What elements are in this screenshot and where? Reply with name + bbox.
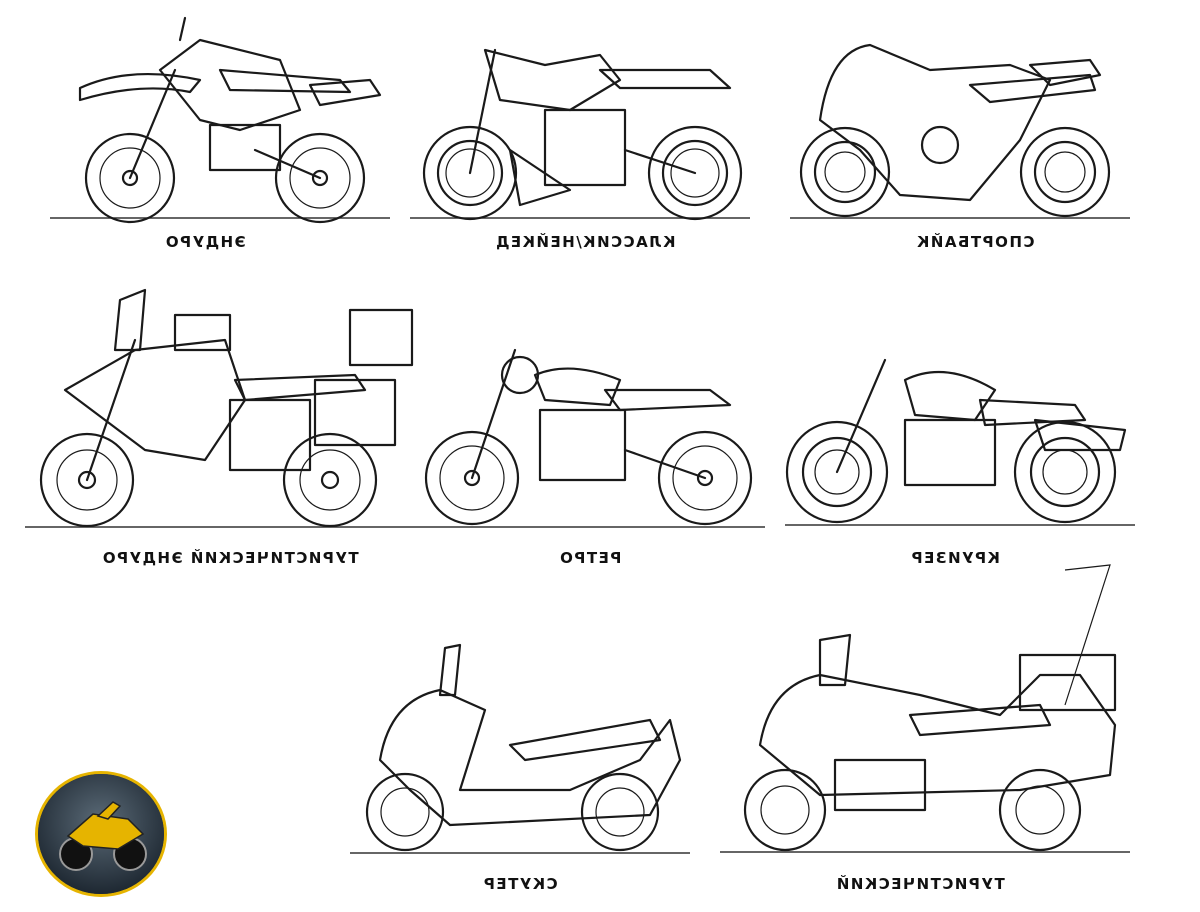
label-naked: КЛАССИК/НЕЙКЕД — [494, 233, 676, 251]
bike-naked: КЛАССИК/НЕЙКЕД — [410, 10, 750, 270]
bike-sport: СПОРТБАЙК — [790, 10, 1130, 270]
enduro-illustration — [50, 16, 390, 224]
adventure-illustration — [25, 288, 420, 528]
scooter-illustration — [350, 643, 690, 854]
bike-cruiser: КРУИЗЕР — [785, 320, 1135, 580]
label-sport: СПОРТБАЙК — [915, 233, 1035, 251]
retro-illustration — [420, 348, 765, 528]
label-scooter: СКУТЕР — [482, 875, 558, 893]
label-tourer: ТУРИСТИЧЕСКИЙ — [835, 875, 1005, 893]
tourer-illustration — [720, 564, 1130, 853]
bike-scooter: СКУТЕР — [350, 640, 690, 900]
label-adventure: ТУРИСТИЧЕСКИЙ ЭНДУРО — [101, 549, 359, 567]
bike-tourer: ТУРИСТИЧЕСКИЙ — [720, 564, 1130, 900]
bike-enduro: ЭНДУРО — [50, 10, 390, 270]
bike-retro: РЕТРО — [420, 320, 765, 580]
naked-illustration — [410, 48, 750, 221]
sport-illustration — [790, 43, 1130, 219]
label-retro: РЕТРО — [558, 549, 622, 567]
label-enduro: ЭНДУРО — [164, 233, 246, 251]
badge-illustration — [38, 774, 164, 894]
motorcycle-logo-icon — [35, 771, 167, 897]
cruiser-illustration — [785, 358, 1135, 526]
bike-adventure: ТУРИСТИЧЕСКИЙ ЭНДУРО — [25, 288, 420, 580]
